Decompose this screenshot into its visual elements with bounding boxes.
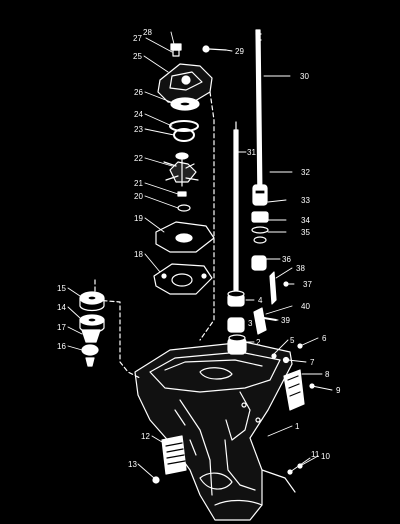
- label-12: 12: [141, 432, 150, 441]
- shift-cam-40: [253, 307, 267, 335]
- label-33: 33: [301, 196, 310, 205]
- label-29: 29: [235, 47, 244, 56]
- part-16: [81, 344, 99, 367]
- label-1: 1: [295, 422, 300, 431]
- label-15: 15: [57, 284, 66, 293]
- label-37: 37: [303, 280, 312, 289]
- pin-39: [263, 317, 277, 321]
- label-39: 39: [281, 316, 290, 325]
- gasket-18: [153, 263, 213, 295]
- drive-shaft-30: [255, 29, 263, 201]
- screw-13: [152, 476, 160, 484]
- label-22: 22: [134, 154, 143, 163]
- plate-8: [283, 369, 305, 411]
- label-3: 3: [248, 319, 253, 328]
- label-13: 13: [128, 460, 137, 469]
- label-2: 2: [256, 338, 261, 347]
- dashed-guide-right: [199, 91, 215, 341]
- label-27: 27: [133, 34, 142, 43]
- label-7: 7: [310, 358, 315, 367]
- bushing-3: [227, 317, 245, 333]
- label-40: 40: [301, 302, 310, 311]
- pinion-gear-17: [81, 329, 101, 343]
- pin-37: [283, 281, 289, 287]
- impeller-22: [163, 152, 199, 187]
- shift-rod-31: [233, 121, 239, 291]
- o-ring-24: [169, 120, 199, 132]
- label-25: 25: [133, 52, 142, 61]
- pump-housing-25: [157, 63, 213, 105]
- gear-housing: [134, 341, 296, 521]
- grille-12: [161, 435, 187, 475]
- leader-lines: [67, 31, 333, 479]
- label-6: 6: [322, 334, 327, 343]
- screw-5: [271, 353, 277, 359]
- part-number-labels: 28 27 25 29 26 24 23 22 21 20 19 18 15 1…: [57, 28, 341, 469]
- shift-bushing-36: [251, 255, 267, 271]
- label-14: 14: [57, 303, 66, 312]
- label-31: 31: [247, 148, 256, 157]
- label-24: 24: [134, 110, 143, 119]
- seal-2: [227, 334, 247, 355]
- label-17: 17: [57, 323, 66, 332]
- label-21: 21: [134, 179, 143, 188]
- part-33: [251, 211, 269, 223]
- label-26: 26: [134, 88, 143, 97]
- label-19: 19: [134, 214, 143, 223]
- ring-34: [251, 226, 269, 234]
- label-20: 20: [134, 192, 143, 201]
- label-35: 35: [301, 228, 310, 237]
- shift-lever-38: [269, 271, 277, 305]
- label-10: 10: [321, 452, 330, 461]
- screw-27-28: [170, 43, 182, 57]
- label-23: 23: [134, 125, 143, 134]
- label-18: 18: [134, 250, 143, 259]
- label-16: 16: [57, 342, 66, 351]
- bearing-15: [79, 291, 105, 312]
- label-11: 11: [311, 450, 320, 459]
- plate-19: [155, 221, 215, 253]
- label-38: 38: [296, 264, 305, 273]
- coupler-32: [252, 184, 268, 206]
- screw-29: [202, 45, 227, 53]
- label-5: 5: [290, 336, 295, 345]
- label-28: 28: [143, 28, 152, 37]
- pump-insert-26: [170, 97, 200, 111]
- label-32: 32: [301, 168, 310, 177]
- label-8: 8: [325, 370, 330, 379]
- bearing-4: [227, 290, 245, 307]
- label-9: 9: [336, 386, 341, 395]
- label-4: 4: [258, 296, 263, 305]
- key-21: [177, 191, 187, 197]
- label-36: 36: [282, 255, 291, 264]
- ring-35: [253, 236, 267, 244]
- part-20: [177, 204, 191, 212]
- label-34: 34: [301, 216, 310, 225]
- label-30: 30: [300, 72, 309, 81]
